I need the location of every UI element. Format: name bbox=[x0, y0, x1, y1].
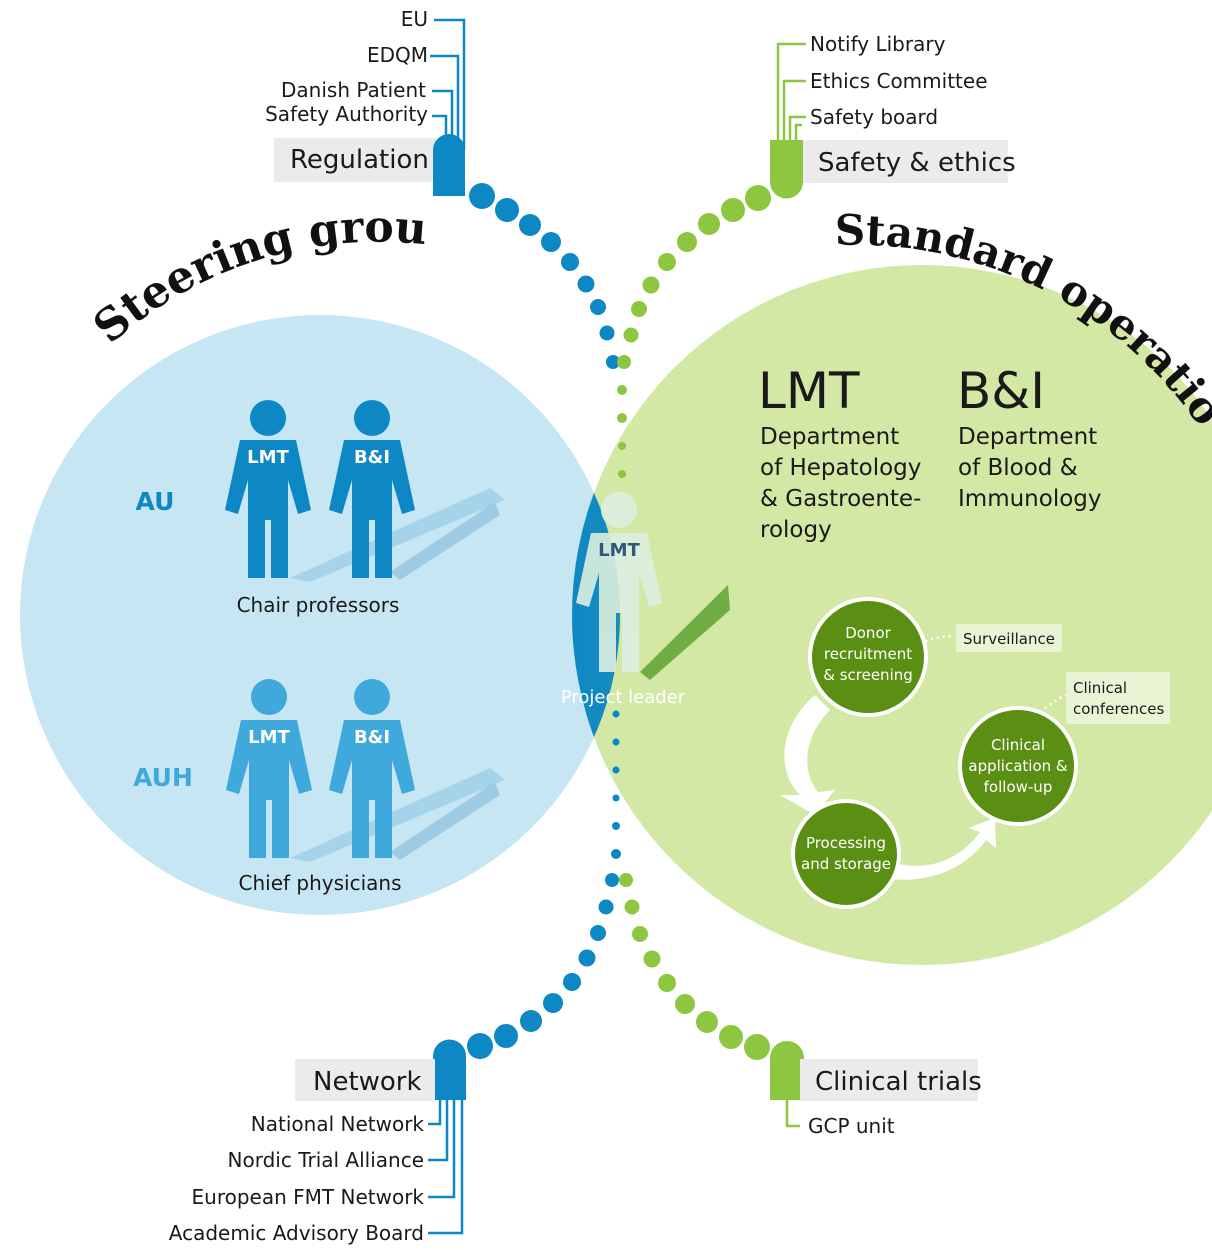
regulation-dot-chain bbox=[469, 183, 620, 369]
safety-item-safety-board: Safety board bbox=[810, 105, 938, 129]
au-lmt-label: LMT bbox=[247, 447, 289, 468]
safety-ethics-group: Notify Library Ethics Committee Safety b… bbox=[770, 32, 1016, 199]
network-group: Network National Network Nordic Trial Al… bbox=[169, 1039, 466, 1245]
clinical-application-line-1: Clinical bbox=[991, 736, 1045, 754]
lmt-line-4: rology bbox=[760, 517, 832, 543]
bi-abbr: B&I bbox=[957, 362, 1045, 420]
safety-ethics-connector bbox=[770, 140, 803, 199]
donor-line-1: Donor bbox=[845, 624, 891, 642]
center-dot-line bbox=[611, 385, 627, 859]
au-label: AU bbox=[136, 487, 175, 516]
clinical-application-line-3: follow-up bbox=[984, 778, 1053, 796]
network-item-national: National Network bbox=[251, 1112, 425, 1136]
network-connector bbox=[433, 1039, 466, 1100]
au-shadow bbox=[290, 488, 505, 582]
cycle-arrow-donor-to-processing bbox=[780, 695, 835, 815]
processing-line-1: Processing bbox=[806, 834, 886, 852]
regulation-label: Regulation bbox=[290, 145, 429, 175]
processing-line-2: and storage bbox=[801, 855, 891, 873]
chief-physicians-caption: Chief physicians bbox=[239, 871, 402, 895]
clinical-trials-label: Clinical trials bbox=[815, 1067, 982, 1097]
network-label-bg bbox=[295, 1059, 435, 1101]
donor-line-3: & screening bbox=[823, 666, 913, 684]
safety-item-notify-library: Notify Library bbox=[810, 32, 946, 56]
donor-line-2: recruitment bbox=[824, 645, 912, 663]
project-leader-figure-label: LMT bbox=[598, 540, 640, 561]
department-bi: B&I Department of Blood & Immunology bbox=[957, 362, 1102, 512]
auh-chief-physicians: LMT B&I AUH Chief physicians bbox=[133, 679, 505, 895]
auh-lmt-label: LMT bbox=[248, 727, 290, 748]
clinical-conferences-line-2: conferences bbox=[1073, 700, 1164, 718]
department-lmt: LMT Department of Hepatology & Gastroent… bbox=[758, 362, 921, 543]
person-icon-au-lmt bbox=[225, 400, 311, 578]
surveillance-box bbox=[956, 624, 1062, 652]
bi-line-1: Department bbox=[958, 424, 1097, 450]
regulation-item-danish-patient: Danish Patient bbox=[281, 78, 426, 102]
auh-label: AUH bbox=[133, 763, 193, 792]
clinical-trials-dot-chain bbox=[619, 873, 770, 1060]
clinical-trials-label-bg bbox=[800, 1059, 978, 1101]
project-leader-caption: Project leader bbox=[561, 687, 686, 708]
donor-node bbox=[808, 597, 928, 717]
lmt-line-1: Department bbox=[760, 424, 899, 450]
safety-item-ethics-committee: Ethics Committee bbox=[810, 69, 988, 93]
lmt-line-2: of Hepatology bbox=[760, 455, 921, 481]
lmt-abbr: LMT bbox=[758, 362, 860, 420]
network-label: Network bbox=[313, 1067, 422, 1097]
auh-bi-label: B&I bbox=[354, 727, 390, 748]
person-icon-auh-bi bbox=[329, 679, 415, 858]
au-chair-professors: LMT B&I AU Chair professors bbox=[136, 400, 505, 617]
clinical-conferences-box bbox=[1066, 672, 1170, 724]
regulation-connector bbox=[433, 134, 465, 196]
clinical-trials-group: Clinical trials GCP unit bbox=[770, 1041, 982, 1138]
steering-circle bbox=[20, 315, 620, 915]
safety-ethics-label: Safety & ethics bbox=[818, 148, 1016, 178]
processing-node bbox=[791, 799, 901, 909]
regulation-item-safety-authority: Safety Authority bbox=[265, 102, 428, 126]
regulation-label-bg bbox=[274, 138, 436, 182]
clinical-trials-connector bbox=[770, 1041, 804, 1100]
clinical-application-line-2: application & bbox=[968, 757, 1068, 775]
regulation-group: EU EDQM Danish Patient Safety Authority … bbox=[265, 7, 466, 196]
surveillance-label: Surveillance bbox=[963, 630, 1055, 648]
person-icon-au-bi bbox=[329, 400, 415, 578]
regulation-item-edqm: EDQM bbox=[367, 43, 428, 67]
chair-professors-caption: Chair professors bbox=[237, 593, 400, 617]
safety-ethics-label-bg bbox=[800, 140, 1008, 183]
person-icon-auh-lmt bbox=[226, 679, 312, 858]
lmt-line-3: & Gastroente- bbox=[760, 486, 921, 512]
au-bi-label: B&I bbox=[354, 447, 390, 468]
network-item-nordic: Nordic Trial Alliance bbox=[228, 1148, 424, 1172]
safety-dot-chain bbox=[617, 185, 771, 369]
clinical-trials-item-gcp: GCP unit bbox=[808, 1114, 895, 1138]
bi-line-2: of Blood & bbox=[958, 455, 1078, 481]
person-icon-project-leader bbox=[576, 492, 662, 672]
regulation-item-eu: EU bbox=[401, 7, 428, 31]
process-cycle: Surveillance Clinical conferences Donor … bbox=[780, 597, 1170, 909]
network-item-academic: Academic Advisory Board bbox=[169, 1221, 424, 1245]
bi-line-3: Immunology bbox=[958, 486, 1102, 512]
project-leader: LMT Project leader bbox=[561, 492, 730, 708]
network-dot-chain bbox=[467, 873, 619, 1059]
network-item-european: European FMT Network bbox=[192, 1185, 425, 1209]
clinical-conferences-line-1: Clinical bbox=[1073, 679, 1127, 697]
clinical-application-node bbox=[958, 706, 1078, 826]
